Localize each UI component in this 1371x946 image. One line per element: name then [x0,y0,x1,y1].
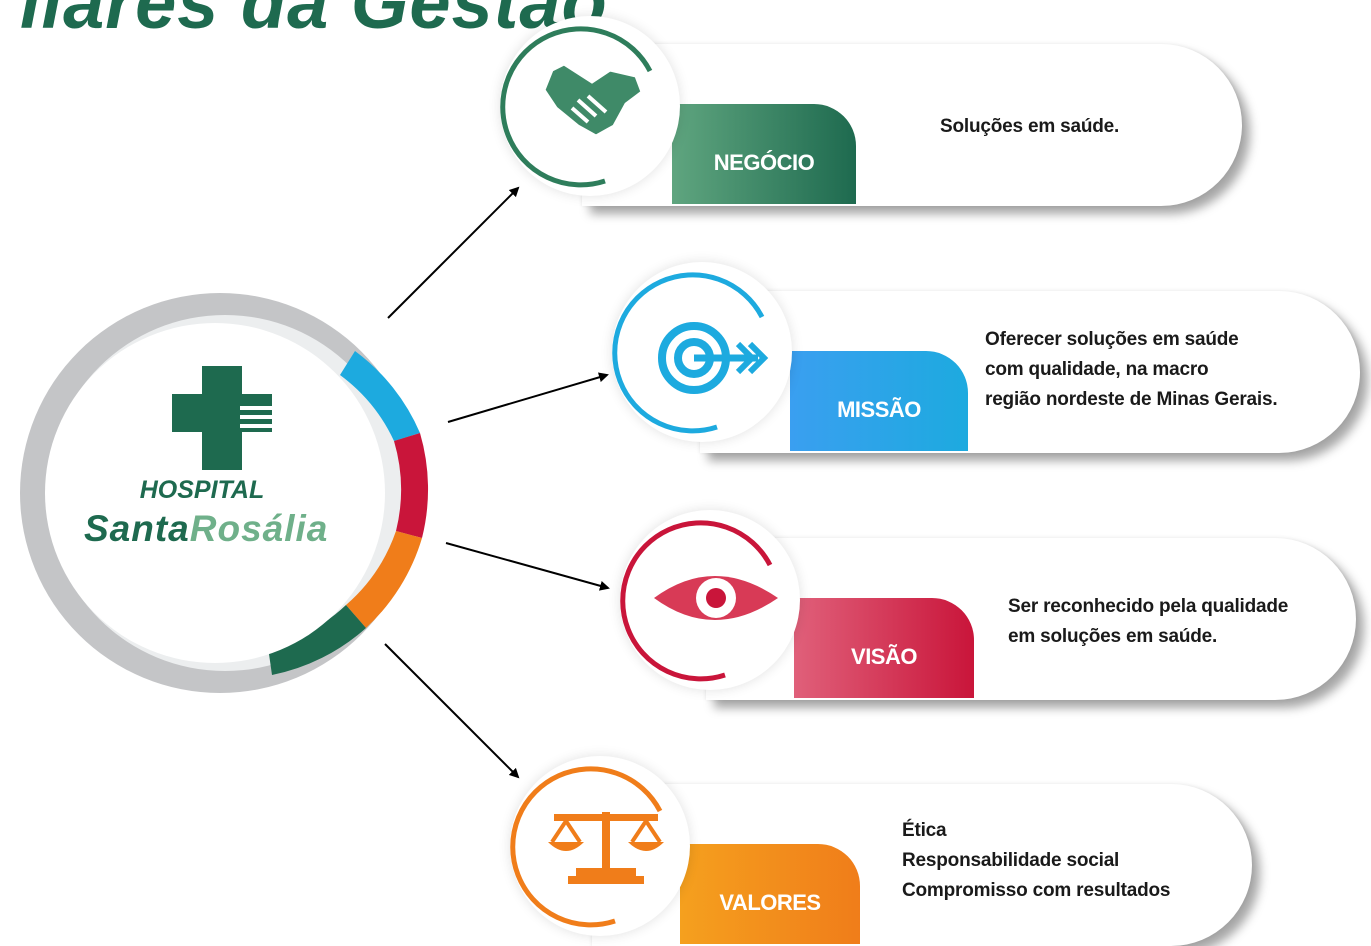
logo-name-part2: Rosália [189,508,329,549]
logo-hospital-text: HOSPITAL [139,476,265,504]
hospital-logo-ring [10,283,430,703]
handshake-icon [500,26,653,188]
badge-negocio [500,16,680,196]
badge-valores [510,756,690,936]
logo-name-text: SantaRosália [84,508,328,550]
card-negocio-line-1: Soluções em saúde. [940,116,1120,137]
cross-logo-icon [172,366,278,470]
scales-icon [510,766,664,928]
tag-visao: VISÃO [794,598,974,698]
card-valores-line-2: Responsabilidade social [902,850,1120,871]
tag-valores: VALORES [680,844,860,944]
badge-visao [620,510,800,690]
eye-icon [620,520,778,682]
target-icon [612,272,769,434]
card-missao-line-3: região nordeste de Minas Gerais. [985,389,1278,410]
card-visao-text: Ser reconhecido pela qualidade em soluçõ… [1008,592,1288,652]
badge-missao [612,262,792,442]
card-visao-line-2: em soluções em saúde. [1008,626,1218,647]
card-valores-text: Ética Responsabilidade social Compromiss… [902,816,1170,906]
arrow-valores [384,643,520,779]
card-visao-line-1: Ser reconhecido pela qualidade [1008,596,1289,617]
tag-negocio: NEGÓCIO [672,104,856,204]
tag-missao: MISSÃO [790,351,968,451]
arrow-negocio [387,186,520,319]
card-negocio-text: Soluções em saúde. [940,112,1119,142]
card-valores-line-3: Compromisso com resultados [902,880,1171,901]
arrow-missao [447,372,609,423]
arrow-visao [445,542,610,591]
card-missao-line-2: com qualidade, na macro [985,359,1209,380]
logo-name-part1: Santa [84,508,190,549]
page-title: ilares da Gestão [20,0,608,44]
card-missao-line-1: Oferecer soluções em saúde [985,329,1239,350]
card-missao-text: Oferecer soluções em saúde com qualidade… [985,325,1278,415]
card-valores-line-1: Ética [902,820,947,841]
